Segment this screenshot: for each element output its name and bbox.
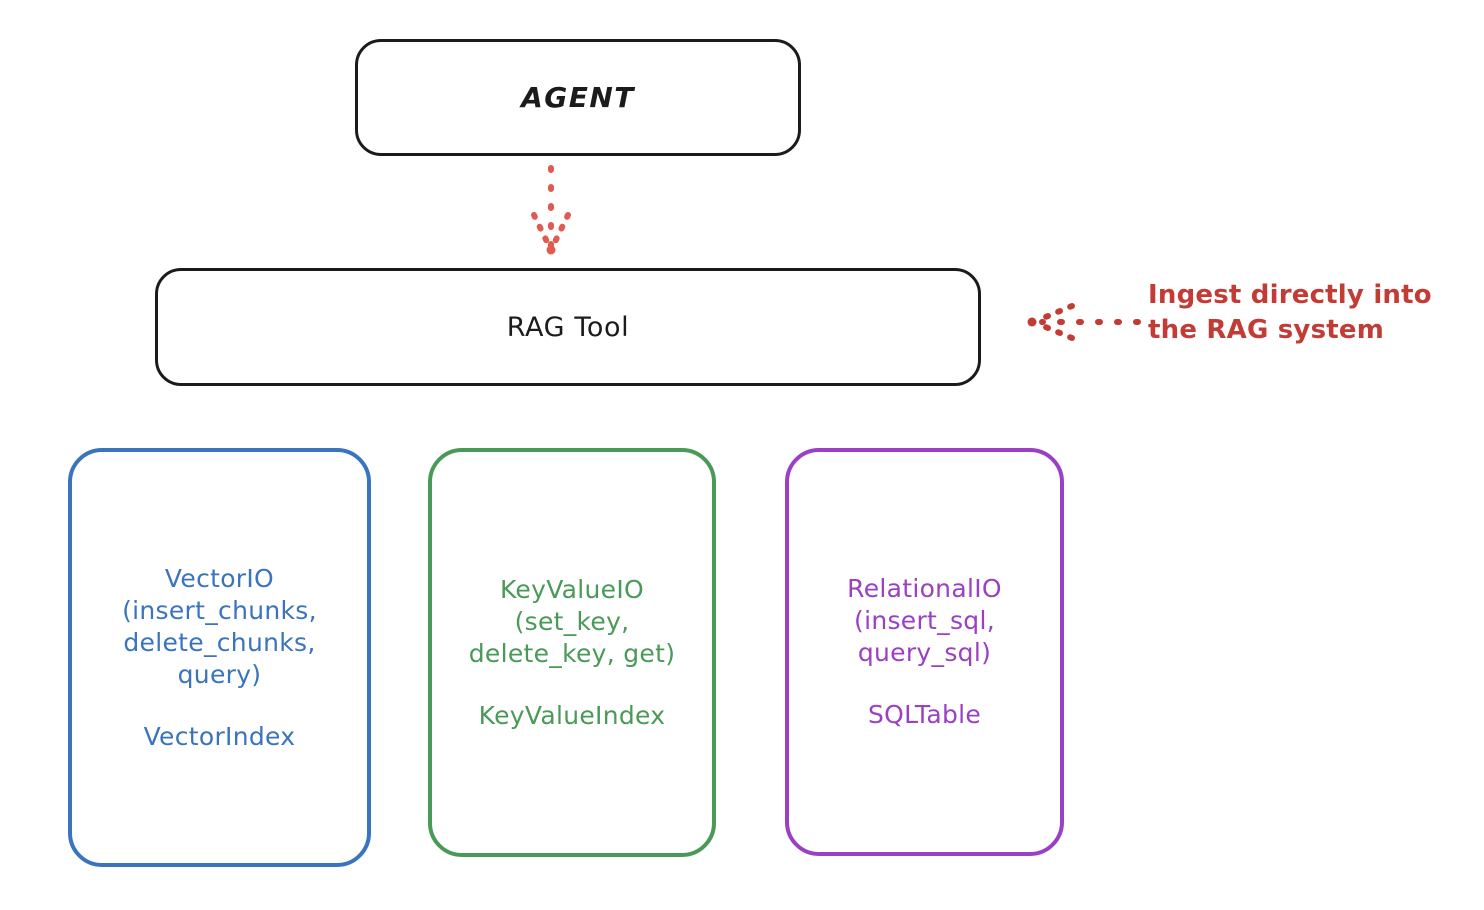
node-key-value-io-index: KeyValueIndex [478, 700, 666, 730]
annotation-ingest-note: Ingest directly into the RAG system [1148, 280, 1432, 346]
node-vector-io-api: VectorIO (insert_chunks, delete_chunks, … [122, 563, 317, 689]
node-rag-tool[interactable]: RAG Tool [155, 268, 981, 386]
node-rag-tool-label: RAG Tool [506, 311, 630, 343]
node-agent[interactable]: AGENT [355, 39, 801, 156]
node-relational-io-index: SQLTable [867, 700, 982, 729]
node-key-value-io-api: KeyValueIO (set_key, delete_key, get) [468, 574, 676, 668]
node-relational-io-api: RelationalIO (insert_sql, query_sql) [847, 574, 1002, 667]
node-relational-io[interactable]: RelationalIO (insert_sql, query_sql) SQL… [785, 448, 1064, 856]
node-key-value-io-content: KeyValueIO (set_key, delete_key, get) Ke… [432, 574, 712, 732]
node-agent-label: AGENT [521, 81, 635, 114]
node-vector-io[interactable]: VectorIO (insert_chunks, delete_chunks, … [68, 448, 371, 867]
node-relational-io-content: RelationalIO (insert_sql, query_sql) SQL… [789, 573, 1060, 731]
ingest-note-arrow [1027, 303, 1141, 341]
node-vector-io-index: VectorIndex [143, 721, 296, 751]
node-vector-io-content: VectorIO (insert_chunks, delete_chunks, … [72, 563, 367, 753]
node-key-value-io[interactable]: KeyValueIO (set_key, delete_key, get) Ke… [428, 448, 716, 857]
agent-to-ragtool-arrow [531, 165, 571, 255]
